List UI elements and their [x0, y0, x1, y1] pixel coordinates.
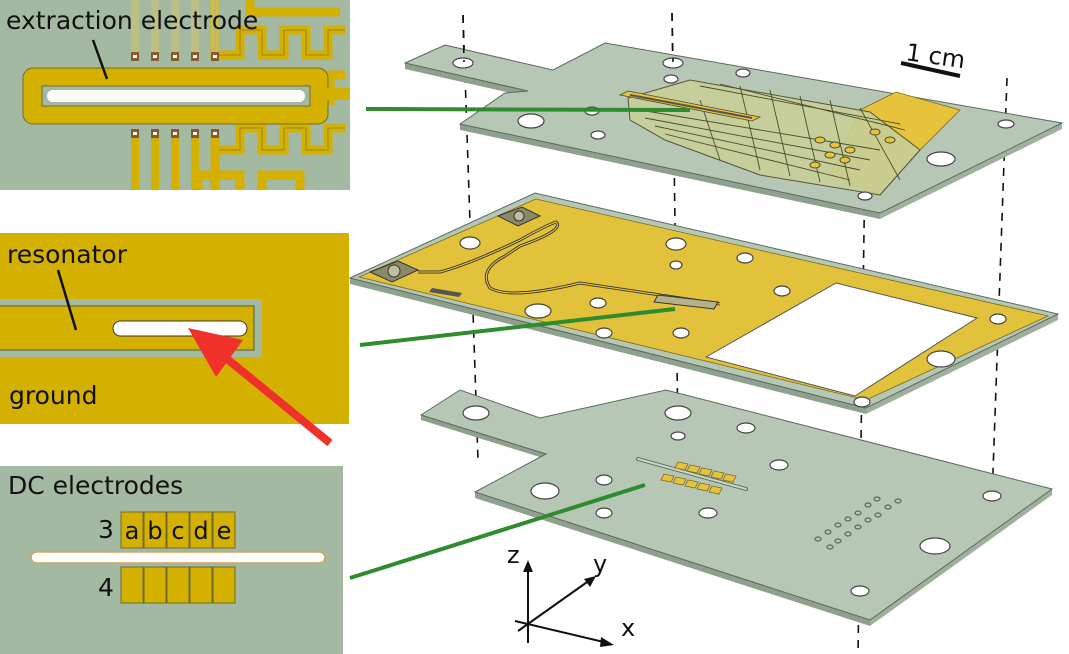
board-edge: [405, 63, 528, 97]
dc-electrode-3b: [143, 511, 167, 549]
extraction-pointer: [91, 39, 109, 80]
electrode-feed: [326, 88, 350, 100]
leader-middle: [359, 307, 676, 347]
middle-board: [348, 192, 1060, 414]
dc-electrode-4b: [143, 566, 167, 604]
board-edge: [475, 492, 870, 626]
dc-electrode-letter: c: [171, 517, 184, 545]
scale-bar-label: 1 cm: [904, 38, 967, 74]
red-arrow: [188, 328, 333, 447]
dc-electrode-letter: d: [193, 517, 208, 545]
dc-electrode-letter: e: [217, 517, 232, 545]
x-arrow-head: [600, 637, 614, 647]
board-edge: [866, 314, 1058, 414]
leader-top: [365, 107, 691, 112]
dc-electrode-4c: [166, 566, 190, 604]
dc-electrode-row-4: [120, 566, 236, 604]
arrow-head: [188, 328, 243, 377]
dc-electrode-4e: [212, 566, 236, 604]
window-cutout: [704, 282, 979, 397]
z-arrow-head: [523, 560, 533, 572]
holes: [462, 405, 1002, 597]
meander-outline: [214, 0, 345, 151]
resonator-end: [653, 294, 719, 310]
dc-slot: [30, 551, 326, 564]
dc-electrode-4a: [120, 566, 144, 604]
y-arrow-head: [584, 576, 596, 587]
resonator-pointer: [56, 269, 78, 331]
dc-leads-lower: [131, 129, 219, 190]
leader-bottom: [349, 483, 646, 580]
dc-electrode-3a: [120, 511, 144, 549]
scale-bar-line: [900, 61, 961, 78]
axis-z-label: z: [507, 541, 520, 569]
scale-bar: 1 cm: [900, 38, 967, 78]
dc-electrode-3c: [166, 511, 190, 549]
alignment-lines-front: [462, 12, 674, 63]
dc-electrodes-title: DC electrodes: [8, 471, 183, 500]
speck: [306, 530, 308, 532]
dc-electrode-letter: a: [125, 517, 140, 545]
dc-electrode-3d: [189, 511, 213, 549]
extraction-electrode-label: extraction electrode: [6, 6, 258, 35]
row-3-label: 3: [98, 515, 114, 544]
coordinate-axes: z y x: [507, 541, 635, 647]
inset-resonator: resonator ground: [0, 233, 349, 424]
slot: [47, 90, 305, 102]
inset-extraction-electrode: extraction electrode: [0, 0, 350, 190]
board-edge: [421, 415, 546, 459]
board-dc-electrodes: [660, 461, 737, 495]
pcb-pads: [809, 128, 896, 169]
top-board: [403, 42, 1064, 219]
board-edge: [460, 124, 880, 219]
ground-label: ground: [9, 381, 97, 410]
resonator-slot: [112, 320, 248, 337]
rf-connectors: [368, 206, 542, 283]
board-surface: [419, 389, 1054, 621]
via-array: [814, 496, 902, 550]
board-edge: [870, 489, 1052, 626]
board-edge: [350, 278, 866, 414]
dc-electrode-3e: [212, 511, 236, 549]
resonator-label: resonator: [7, 240, 128, 269]
bottom-board: [419, 389, 1054, 626]
dc-electrode-4d: [189, 566, 213, 604]
dc-electrode-letter: b: [147, 517, 162, 545]
row-4-label: 4: [98, 573, 114, 602]
holes: [459, 236, 1007, 408]
dc-leads-upper: [131, 0, 219, 61]
board-edge: [880, 123, 1062, 219]
leader-lines: [349, 107, 691, 580]
axis-x-label: x: [621, 614, 635, 642]
axis-y-label: y: [593, 550, 607, 578]
silkscreen-label: [429, 288, 462, 297]
